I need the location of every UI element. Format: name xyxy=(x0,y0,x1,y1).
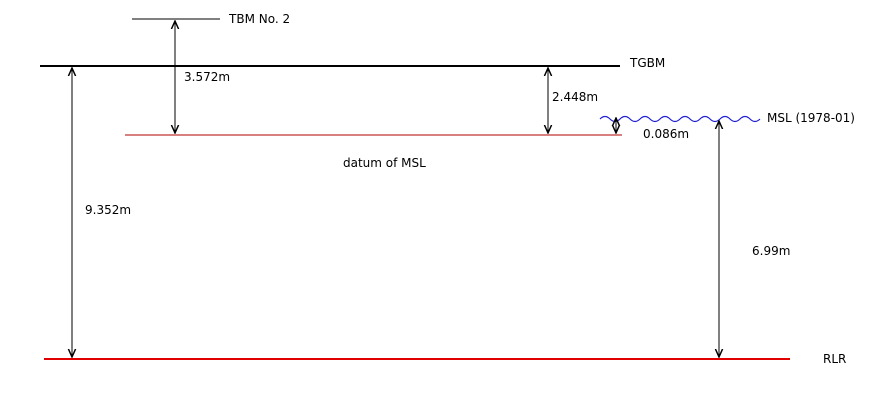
label-tgbm: TGBM xyxy=(629,56,665,70)
label-tgbm-to-datum: 2.448m xyxy=(552,90,598,104)
label-tgbm-to-rlr: 9.352m xyxy=(85,203,131,217)
label-datum-to-msl: 0.086m xyxy=(643,127,689,141)
label-tbm: TBM No. 2 xyxy=(228,12,290,26)
label-msl-to-rlr: 6.99m xyxy=(752,244,790,258)
label-rlr: RLR xyxy=(823,352,846,366)
label-datum-msl: datum of MSL xyxy=(343,156,426,170)
label-msl-level: MSL (1978-01) xyxy=(767,111,855,125)
msl-wave xyxy=(599,115,761,123)
label-tbm-to-datum: 3.572m xyxy=(184,70,230,84)
